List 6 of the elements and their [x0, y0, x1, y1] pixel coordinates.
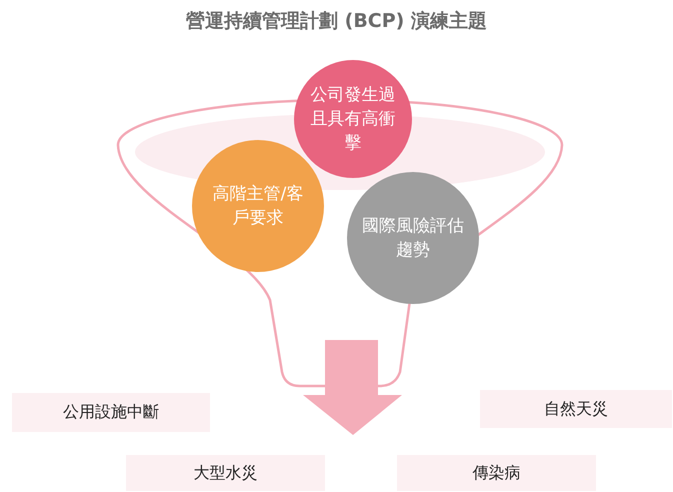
topic-band: 大型水災 — [126, 455, 325, 491]
topic-band: 傳染病 — [397, 455, 596, 491]
topic-band: 公用設施中斷 — [12, 393, 210, 432]
topic-band: 自然天災 — [480, 390, 672, 428]
title: 營運持續管理計劃 (BCP) 演練主題 — [186, 10, 487, 32]
topic-circle: 公司發生過且具有高衝擊 — [294, 60, 412, 178]
